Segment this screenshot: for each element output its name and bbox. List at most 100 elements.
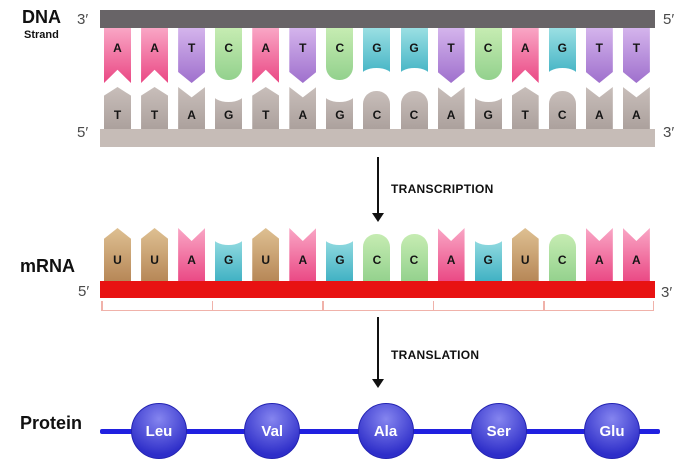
dna-top-right-end-label: 5′ <box>663 11 675 28</box>
amino-acid-bead-glu: Glu <box>584 403 640 459</box>
nucleotide-tile-c: C <box>363 91 391 130</box>
base-letter: A <box>150 41 159 55</box>
nucleotide-tile-a: A <box>585 228 613 282</box>
base-letter: A <box>187 108 196 122</box>
arrow-head-icon <box>372 213 384 222</box>
base-letter: A <box>298 108 308 122</box>
base-letter: U <box>150 253 159 267</box>
base-letter: G <box>372 41 382 55</box>
base-letter: C <box>409 108 419 122</box>
nucleotide-tile-a: A <box>252 28 280 83</box>
nucleotide-tile-a: A <box>585 87 613 130</box>
amino-acid-bead-ser: Ser <box>470 403 527 459</box>
codon-divider-tick <box>101 301 103 310</box>
base-letter: C <box>224 41 234 55</box>
base-letter: U <box>520 253 530 267</box>
base-letter: G <box>557 41 567 55</box>
base-letter: C <box>372 253 382 267</box>
nucleotide-tile-c: C <box>400 234 428 282</box>
amino-acid-label: Val <box>261 422 284 440</box>
nucleotide-tile-u: U <box>141 228 169 282</box>
amino-acid-label: Leu <box>145 422 173 440</box>
base-letter: G <box>483 108 493 122</box>
nucleotide-tile-g: G <box>212 227 246 282</box>
nucleotide-tile-t: T <box>437 28 465 83</box>
base-letter: A <box>632 253 641 267</box>
amino-acid-label: Ala <box>373 422 398 440</box>
base-letter: T <box>632 41 641 55</box>
nucleotide-tile-g: G <box>397 28 431 86</box>
base-letter: T <box>187 41 196 55</box>
base-letter: T <box>113 108 122 122</box>
base-letter: A <box>446 108 456 122</box>
base-letter: T <box>595 41 603 55</box>
base-letter: T <box>299 41 307 55</box>
nucleotide-tile-t: T <box>141 87 169 130</box>
base-letter: A <box>113 41 122 55</box>
base-letter: A <box>594 108 604 122</box>
dna-bottom-left-end-label: 5′ <box>77 124 89 141</box>
nucleotide-tile-a: A <box>104 28 131 83</box>
nucleotide-tile-a: A <box>289 87 317 130</box>
nucleotide-tile-c: C <box>548 91 576 130</box>
nucleotide-tile-c: C <box>548 234 576 282</box>
base-letter: C <box>483 41 493 55</box>
nucleotide-tile-a: A <box>437 228 465 282</box>
translation-arrow <box>371 317 385 388</box>
base-letter: G <box>335 253 345 267</box>
nucleotide-tile-c: C <box>363 234 391 282</box>
nucleotide-tile-t: T <box>104 87 131 130</box>
nucleotide-tile-t: T <box>289 28 317 83</box>
nucleotide-tile-a: A <box>178 87 206 130</box>
nucleotide-tile-a: A <box>289 228 317 282</box>
base-letter: U <box>261 253 271 267</box>
nucleotide-tile-u: U <box>104 228 131 282</box>
nucleotide-tile-g: G <box>471 84 505 130</box>
base-letter: A <box>632 108 641 122</box>
nucleotide-tile-c: C <box>215 28 243 80</box>
base-letter: G <box>335 108 345 122</box>
protein-label: Protein <box>20 413 83 433</box>
base-letter: T <box>447 41 455 55</box>
nucleotide-tile-g: G <box>323 84 357 130</box>
codon-divider-tick <box>543 301 545 310</box>
nucleotide-tile-a: A <box>178 228 206 282</box>
base-letter: C <box>557 253 567 267</box>
nucleotide-tile-u: U <box>252 228 280 282</box>
codon-divider-tick <box>211 301 214 310</box>
amino-acid-bead-leu: Leu <box>131 403 187 459</box>
base-letter: G <box>483 253 493 267</box>
codon-group-ruler <box>101 301 654 311</box>
nucleotide-tile-g: G <box>323 227 357 282</box>
base-letter: A <box>446 253 456 267</box>
base-letter: G <box>224 108 234 122</box>
nucleotide-tile-t: T <box>511 87 539 130</box>
base-letter: T <box>150 108 159 122</box>
translation-label: TRANSLATION <box>391 348 480 362</box>
base-letter: G <box>409 41 419 55</box>
mrna-right-end-label: 3′ <box>661 284 673 301</box>
dna-top-left-end-label: 3′ <box>77 11 89 28</box>
base-letter: A <box>594 253 604 267</box>
dna-label: DNA <box>22 7 61 27</box>
base-letter: C <box>409 253 419 267</box>
nucleotide-tile-c: C <box>400 91 428 130</box>
arrow-head-icon <box>372 379 384 388</box>
nucleotide-tile-t: T <box>178 28 206 83</box>
arrow-shaft <box>377 317 379 380</box>
nucleotide-tile-a: A <box>622 87 650 130</box>
nucleotide-tile-u: U <box>511 228 539 282</box>
dna-strand-sublabel: Strand <box>24 29 59 41</box>
amino-acid-bead-val: Val <box>244 403 301 459</box>
arrow-shaft <box>377 157 379 214</box>
mrna-strand-bar <box>100 281 655 298</box>
mrna-left-end-label: 5′ <box>78 283 90 300</box>
nucleotide-tile-a: A <box>437 87 465 130</box>
mrna-label: mRNA <box>20 256 76 276</box>
transcription-label: TRANSCRIPTION <box>391 182 494 196</box>
base-letter: A <box>187 253 196 267</box>
base-letter: C <box>335 41 345 55</box>
